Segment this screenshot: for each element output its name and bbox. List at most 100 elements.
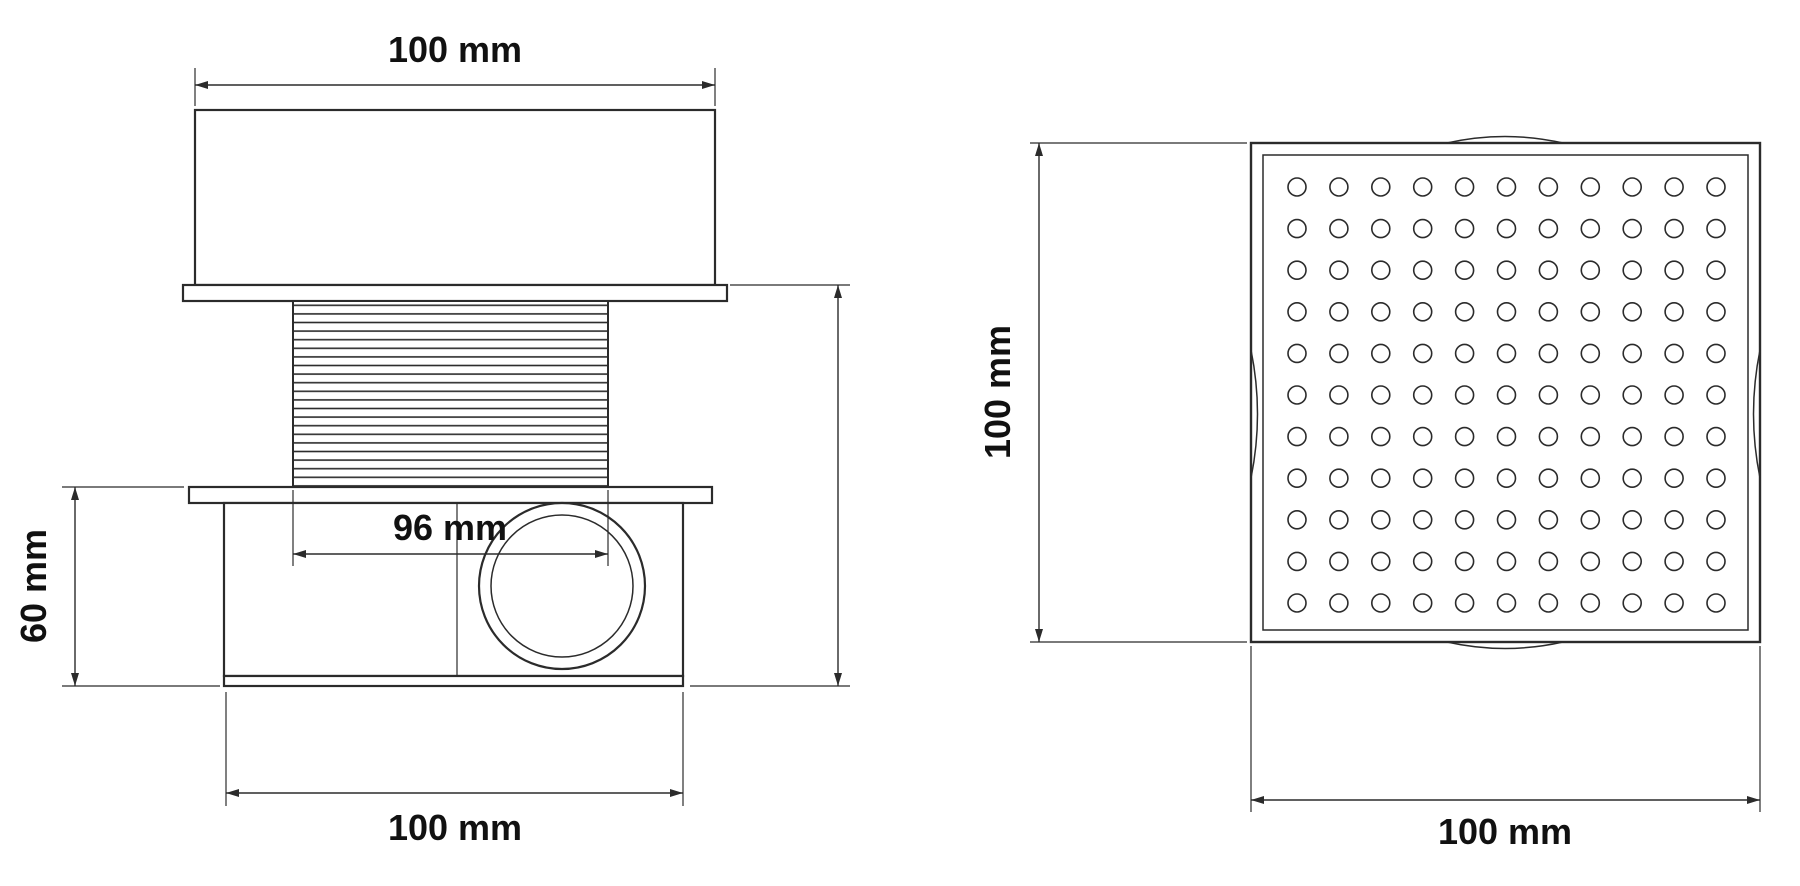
- grate-hole: [1371, 509, 1391, 530]
- grate-hole: [1412, 177, 1433, 197]
- grate-hole: [1706, 509, 1726, 530]
- outlet-pipe-inner: [490, 514, 634, 658]
- dimension-bottom-width: 100 mm: [225, 692, 684, 848]
- grate-hole: [1580, 177, 1601, 197]
- grate-hole: [1706, 343, 1726, 364]
- grate-hole: [1664, 260, 1684, 281]
- grate-hole: [1412, 385, 1433, 405]
- grate-hole: [1496, 343, 1517, 364]
- grate-hole: [1622, 218, 1642, 239]
- grate-hole: [1538, 509, 1559, 530]
- grate-hole: [1371, 426, 1391, 447]
- grate-hole: [1622, 551, 1642, 572]
- grate-hole: [1371, 468, 1391, 489]
- top-dim-left-label: 100 mm: [977, 325, 1018, 459]
- grate-hole: [1664, 509, 1684, 530]
- grate-hole: [1412, 509, 1433, 530]
- grate-inner-frame: [1262, 154, 1749, 631]
- grate-hole: [1287, 468, 1307, 489]
- grate-hole: [1538, 343, 1559, 364]
- grate-hole: [1454, 218, 1475, 239]
- grate-hole: [1706, 551, 1726, 572]
- grate-hole: [1371, 260, 1391, 281]
- grate-hole: [1622, 593, 1642, 613]
- side-dim-height-label: 60 mm: [13, 529, 54, 643]
- grate-hole: [1664, 218, 1684, 239]
- top-view: 100 mm 100 mm: [977, 135, 1762, 852]
- grate-hole: [1329, 468, 1349, 489]
- grate-hole: [1412, 551, 1433, 572]
- grate-hole: [1287, 551, 1307, 572]
- grate-hole: [1329, 343, 1349, 364]
- body-flange: [187, 485, 714, 505]
- grate-hole: [1496, 426, 1517, 447]
- grate-hole: [1287, 343, 1307, 364]
- grate-hole: [1664, 177, 1684, 197]
- grate-hole: [1496, 260, 1517, 281]
- grate-hole: [1538, 551, 1559, 572]
- grate-hole: [1454, 426, 1475, 447]
- top-dim-bottom-label: 100 mm: [1438, 811, 1572, 852]
- grate-hole: [1496, 301, 1517, 322]
- grate-hole: [1622, 468, 1642, 489]
- grate-hole: [1706, 218, 1726, 239]
- grate-tab-bottom: [1446, 641, 1564, 650]
- grate-hole: [1706, 260, 1726, 281]
- grate-hole: [1538, 260, 1559, 281]
- grate-hole: [1664, 301, 1684, 322]
- grate-hole: [1287, 177, 1307, 197]
- dimension-riser-width: 96 mm: [292, 490, 609, 566]
- grate-hole: [1371, 551, 1391, 572]
- grate-hole: [1580, 301, 1601, 322]
- grate-hole: [1580, 509, 1601, 530]
- grate-hole: [1454, 551, 1475, 572]
- grate-hole: [1412, 426, 1433, 447]
- grate-hole: [1454, 509, 1475, 530]
- body-bottom-plate: [222, 674, 685, 688]
- grate-hole: [1329, 509, 1349, 530]
- grate-hole: [1329, 301, 1349, 322]
- grate-hole: [1580, 343, 1601, 364]
- grate-hole: [1538, 177, 1559, 197]
- dimension-body-height: 60 mm: [13, 486, 220, 687]
- grate-hole: [1580, 260, 1601, 281]
- grate-hole: [1329, 385, 1349, 405]
- grate-hole: [1496, 593, 1517, 613]
- grate-hole: [1706, 177, 1726, 197]
- cap-flange: [181, 283, 729, 303]
- grate-hole: [1622, 343, 1642, 364]
- grate-hole: [1371, 385, 1391, 405]
- grate-hole: [1329, 426, 1349, 447]
- grate-hole: [1622, 301, 1642, 322]
- grate-hole: [1454, 343, 1475, 364]
- grate-hole: [1538, 426, 1559, 447]
- grate-hole: [1664, 593, 1684, 613]
- grate-hole: [1580, 468, 1601, 489]
- grate-hole: [1329, 260, 1349, 281]
- grate-hole: [1664, 343, 1684, 364]
- grate-hole: [1454, 468, 1475, 489]
- grate-hole: [1454, 593, 1475, 613]
- grate-hole: [1496, 218, 1517, 239]
- grate-hole: [1454, 177, 1475, 197]
- grate-hole: [1371, 343, 1391, 364]
- grate-hole: [1580, 385, 1601, 405]
- grate-hole: [1706, 468, 1726, 489]
- grate-hole: [1412, 468, 1433, 489]
- grate-hole: [1538, 218, 1559, 239]
- grate-tab-left: [1250, 349, 1259, 479]
- grate-hole: [1496, 177, 1517, 197]
- grate-hole: [1580, 551, 1601, 572]
- grate-hole: [1538, 468, 1559, 489]
- grate-hole: [1706, 593, 1726, 613]
- grate-outer-frame: [1249, 141, 1762, 644]
- grate-tab-right: [1752, 349, 1761, 479]
- drain-top-cap: [193, 108, 717, 287]
- grate-hole: [1454, 301, 1475, 322]
- grate-hole: [1371, 177, 1391, 197]
- grate-hole: [1496, 385, 1517, 405]
- grate-hole: [1622, 509, 1642, 530]
- grate-hole: [1287, 593, 1307, 613]
